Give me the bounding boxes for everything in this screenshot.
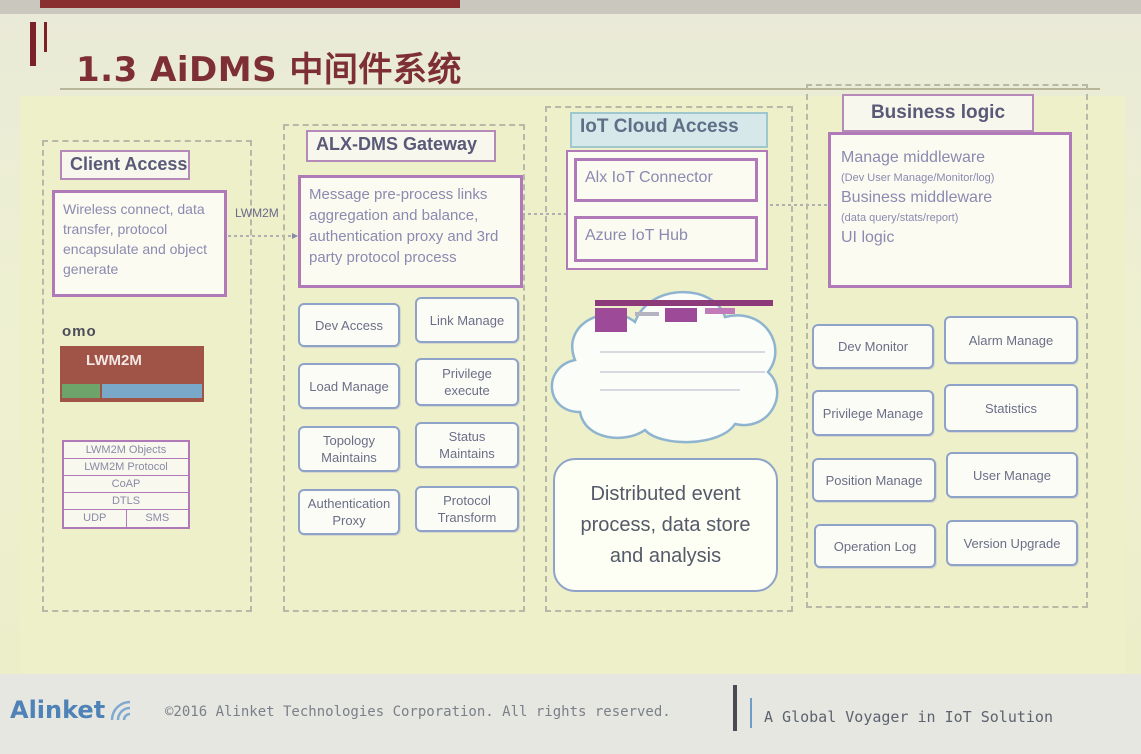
- omo-logo: omo: [62, 323, 97, 340]
- cloud-shape: [550, 290, 779, 444]
- cloud-screenshot-tile-3: [705, 308, 735, 314]
- connector-arrow-gateway: [292, 233, 298, 239]
- module-version-upgrade: Version Upgrade: [946, 520, 1078, 566]
- top-bar: [0, 0, 1141, 14]
- title-marker-thin: [44, 22, 47, 52]
- lwm2m-logo-bar-green: [62, 384, 100, 398]
- module-position-manage: Position Manage: [812, 458, 936, 502]
- module-authentication-proxy: Authentication Proxy: [298, 489, 400, 535]
- module-operation-log: Operation Log: [814, 524, 936, 568]
- cloud-screenshot-tile-1: [595, 308, 627, 332]
- lwm2m-link-label: LWM2M: [235, 206, 279, 220]
- stack-row-objects: LWM2M Objects: [64, 442, 188, 459]
- module-privilege-execute: Privilege execute: [415, 358, 519, 406]
- module-statistics: Statistics: [944, 384, 1078, 432]
- module-protocol-transform: Protocol Transform: [415, 486, 519, 532]
- business-logic-column: [806, 84, 1088, 608]
- business-line-business: Business middleware: [841, 189, 993, 206]
- module-privilege-manage: Privilege Manage: [812, 390, 934, 436]
- client-access-header: Client Access: [60, 150, 190, 180]
- module-link-manage: Link Manage: [415, 297, 519, 343]
- module-load-manage: Load Manage: [298, 363, 400, 409]
- business-logic-header: Business logic: [842, 94, 1034, 132]
- title-underline: [60, 88, 1100, 90]
- alx-iot-connector: Alx IoT Connector: [574, 158, 758, 202]
- copyright-text: ©2016 Alinket Technologies Corporation. …: [165, 704, 671, 720]
- business-logic-description: Manage middleware (Dev User Manage/Monit…: [828, 132, 1072, 288]
- title-marker: [30, 22, 36, 66]
- footer-divider-accent: [750, 698, 752, 728]
- stack-row-transport: UDP SMS: [64, 510, 188, 527]
- module-dev-access: Dev Access: [298, 303, 400, 347]
- footer-divider: [733, 685, 737, 731]
- cloud-illustration: [550, 290, 779, 444]
- protocol-stack: LWM2M Objects LWM2M Protocol CoAP DTLS U…: [62, 440, 190, 529]
- slide-title: 1.3 AiDMS 中间件系统: [76, 50, 462, 90]
- business-line-business-detail: (data query/stats/report): [841, 212, 959, 224]
- gateway-description: Message pre-process links aggregation an…: [298, 175, 523, 288]
- gateway-column: [283, 124, 525, 612]
- top-bar-accent: [40, 0, 460, 8]
- business-line-manage-detail: (Dev User Manage/Monitor/log): [841, 172, 995, 184]
- azure-iot-hub: Azure IoT Hub: [574, 216, 758, 262]
- business-line-ui: UI logic: [841, 229, 895, 246]
- gateway-header: ALX-DMS Gateway: [306, 130, 496, 162]
- stack-row-protocol: LWM2M Protocol: [64, 459, 188, 476]
- lwm2m-logo: LWM2M: [60, 346, 204, 402]
- footer-slogan: A Global Voyager in IoT Solution: [764, 708, 1053, 726]
- lwm2m-logo-text: LWM2M: [86, 352, 142, 369]
- stack-row-dtls: DTLS: [64, 493, 188, 510]
- alinket-logo: Alinket: [10, 696, 106, 724]
- business-line-manage: Manage middleware: [841, 149, 986, 166]
- module-alarm-manage: Alarm Manage: [944, 316, 1078, 364]
- iot-cloud-column: [545, 106, 793, 612]
- cloud-screenshot-text: [635, 312, 659, 316]
- cloud-screenshot-header: [595, 300, 773, 306]
- client-access-column: [42, 140, 252, 612]
- stack-cell-udp: UDP: [64, 510, 127, 527]
- iot-cloud-header: IoT Cloud Access: [570, 112, 768, 148]
- module-user-manage: User Manage: [946, 452, 1078, 498]
- distributed-processing-box: Distributed event process, data store an…: [553, 458, 778, 592]
- lwm2m-logo-bar-blue: [102, 384, 202, 398]
- client-access-description: Wireless connect, data transfer, protoco…: [52, 190, 227, 297]
- module-topology-maintains: Topology Maintains: [298, 426, 400, 472]
- stack-row-coap: CoAP: [64, 476, 188, 493]
- module-status-maintains: Status Maintains: [415, 422, 519, 468]
- wifi-signal-icon: [110, 700, 131, 721]
- cloud-screenshot-tile-2: [665, 308, 697, 322]
- footer: [0, 674, 1141, 754]
- module-dev-monitor: Dev Monitor: [812, 324, 934, 369]
- stack-cell-sms: SMS: [145, 512, 170, 524]
